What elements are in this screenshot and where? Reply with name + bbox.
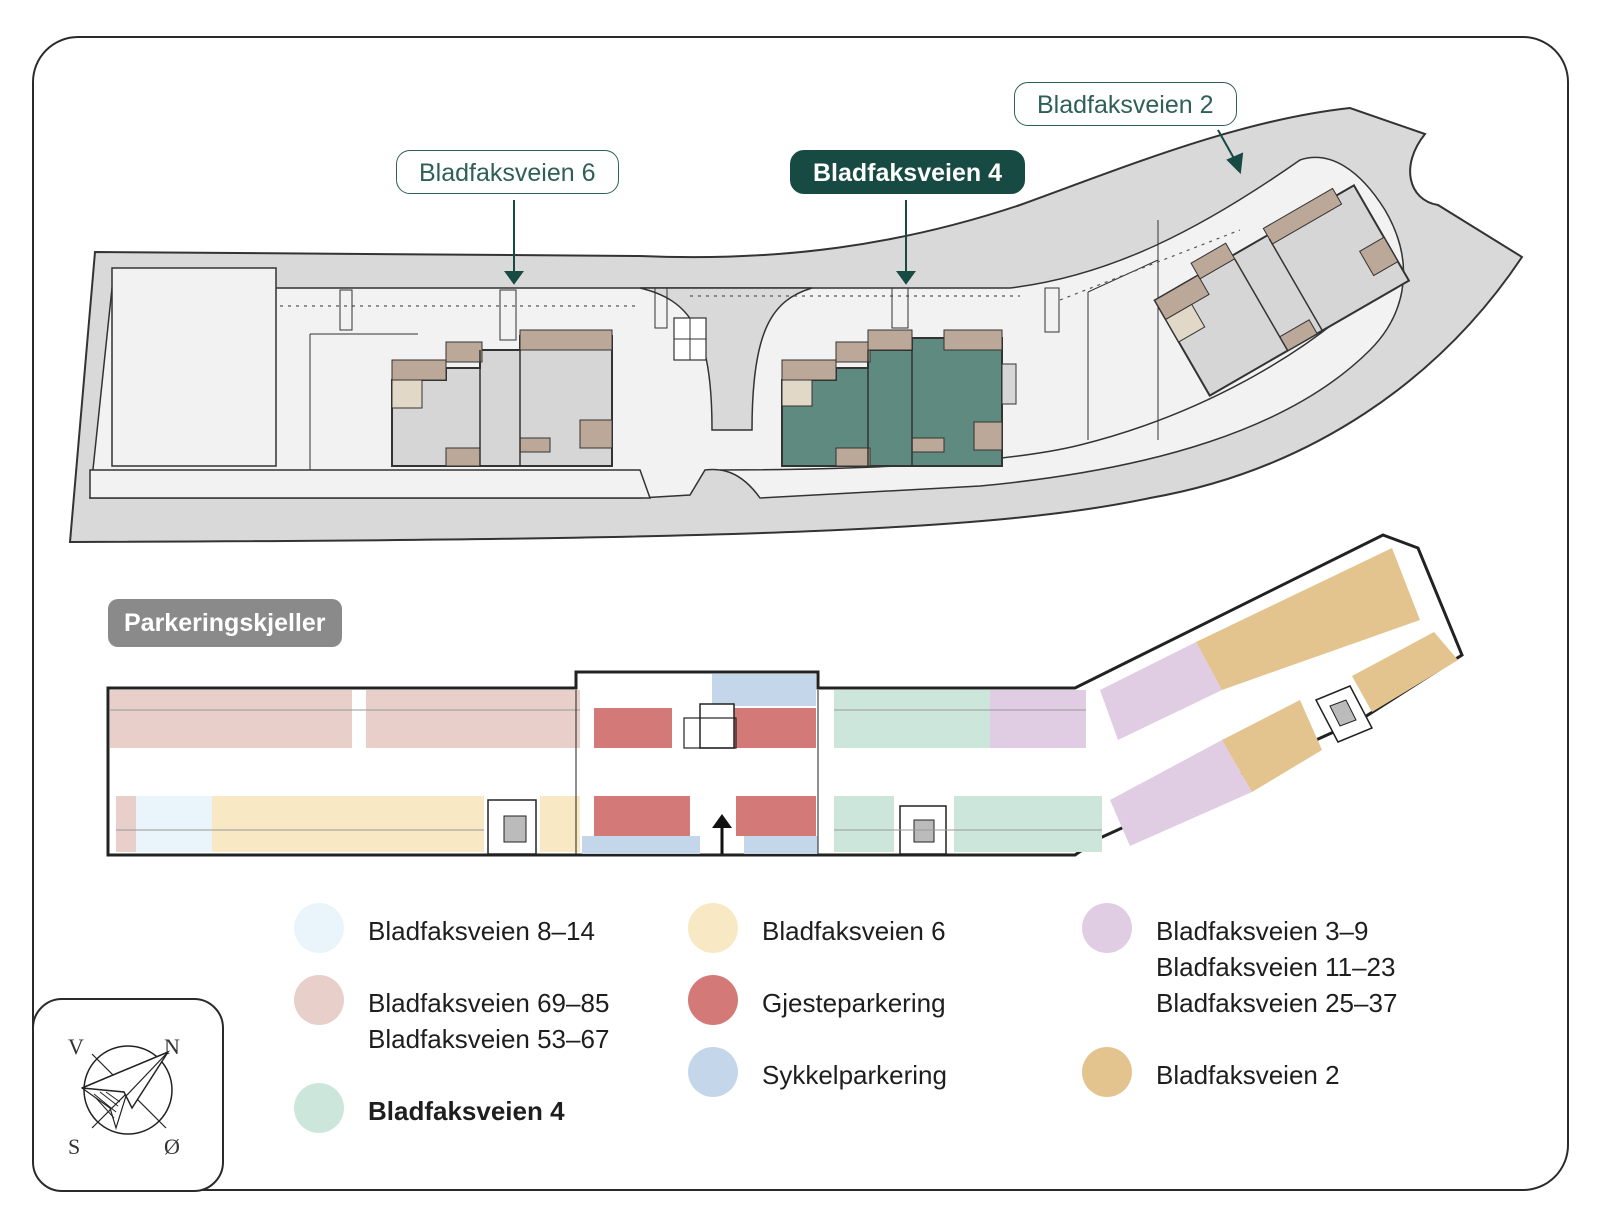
callout-bladfaksveien-6[interactable]: Bladfaksveien 6 bbox=[396, 150, 619, 194]
compass: V N S Ø bbox=[32, 998, 224, 1192]
callout-bladfaksveien-4[interactable]: Bladfaksveien 4 bbox=[790, 150, 1025, 194]
legend-label: Bladfaksveien 11–23 bbox=[1156, 952, 1396, 982]
legend-label: Bladfaksveien 4 bbox=[368, 1096, 565, 1126]
compass-rose-icon bbox=[80, 1045, 173, 1135]
legend-label: Bladfaksveien 2 bbox=[1156, 1060, 1340, 1090]
building-bladfaksveien-6[interactable] bbox=[391, 329, 613, 467]
legend-label: Bladfaksveien 3–9 bbox=[1156, 916, 1369, 946]
lot-left bbox=[111, 267, 277, 467]
legend-label: Bladfaksveien 53–67 bbox=[368, 1024, 610, 1054]
garage-label: Parkeringskjeller bbox=[108, 599, 342, 647]
legend-swatch bbox=[1082, 1047, 1132, 1097]
callout-arrows bbox=[504, 129, 1244, 285]
legend-swatch bbox=[688, 1047, 738, 1097]
legend-item: Sykkelparkering bbox=[688, 1047, 947, 1097]
legend-item: Bladfaksveien 2 bbox=[1082, 1047, 1340, 1097]
callout-bladfaksveien-2[interactable]: Bladfaksveien 2 bbox=[1014, 82, 1237, 126]
legend-swatch bbox=[688, 975, 738, 1025]
compass-west: V bbox=[68, 1034, 84, 1059]
legend-swatch bbox=[1082, 903, 1132, 953]
legend-label: Bladfaksveien 6 bbox=[762, 916, 946, 946]
building-bladfaksveien-4[interactable] bbox=[781, 329, 1017, 467]
legend-item: Bladfaksveien 8–14 bbox=[294, 903, 595, 953]
legend-swatch bbox=[688, 903, 738, 953]
legend-swatch bbox=[294, 975, 344, 1025]
legend-item: Bladfaksveien 4 bbox=[294, 1083, 565, 1133]
parking-garage bbox=[106, 533, 1464, 857]
legend-item: Bladfaksveien 6 bbox=[688, 903, 946, 953]
legend-label: Bladfaksveien 69–85 bbox=[368, 988, 610, 1018]
legend-label: Sykkelparkering bbox=[762, 1060, 947, 1090]
legend-label: Gjesteparkering bbox=[762, 988, 946, 1018]
legend-item: Bladfaksveien 69–85 Bladfaksveien 53–67 bbox=[294, 975, 609, 1057]
building-bladfaksveien-2[interactable] bbox=[1148, 173, 1411, 397]
legend-item: Gjesteparkering bbox=[688, 975, 946, 1025]
compass-east: Ø bbox=[164, 1134, 180, 1159]
legend-swatch bbox=[294, 903, 344, 953]
legend-swatch bbox=[294, 1083, 344, 1133]
legend-label: Bladfaksveien 25–37 bbox=[1156, 988, 1398, 1018]
legend-label: Bladfaksveien 8–14 bbox=[368, 916, 595, 946]
compass-south: S bbox=[68, 1134, 81, 1159]
legend-item: Bladfaksveien 3–9 Bladfaksveien 11–23 Bl… bbox=[1082, 903, 1397, 1021]
